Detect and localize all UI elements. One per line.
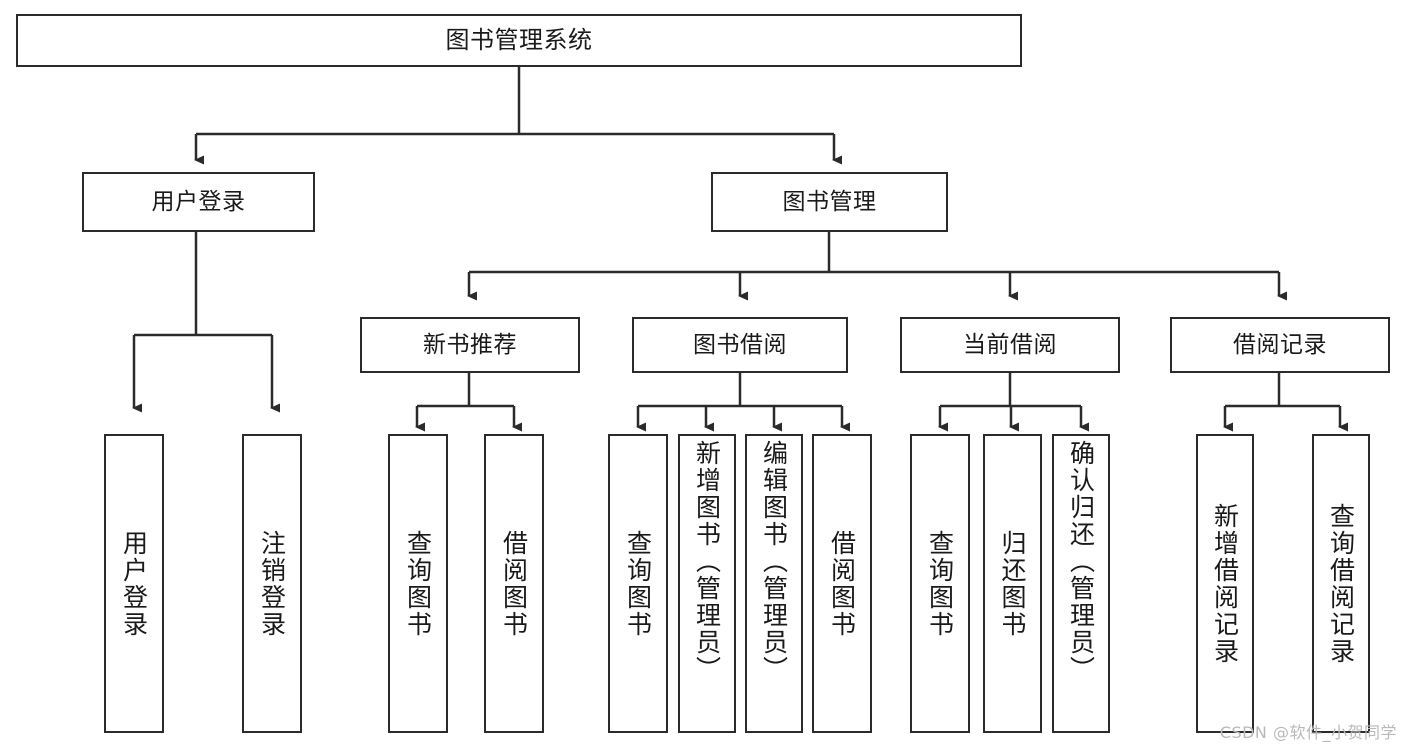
node-label: 图书管理 [782, 188, 877, 215]
node-new-book-recommend[interactable]: 新书推荐 [360, 317, 580, 373]
node-label: 借阅图书 [827, 529, 857, 638]
node-label: 确认归还（管理员） [1066, 440, 1096, 683]
leaf-book-borrow-borrow[interactable]: 借阅图书 [812, 434, 872, 733]
leaf-book-borrow-add[interactable]: 新增图书（管理员） [678, 434, 736, 733]
node-label: 查询图书 [403, 529, 433, 638]
leaf-user-login-logout[interactable]: 注销登录 [242, 434, 302, 733]
leaf-new-book-borrow[interactable]: 借阅图书 [484, 434, 544, 733]
leaf-user-login-login[interactable]: 用户登录 [104, 434, 164, 733]
node-label: 用户登录 [119, 529, 149, 638]
watermark-text: CSDN @软件_小贺同学 [1219, 723, 1397, 742]
node-user-login[interactable]: 用户登录 [82, 172, 315, 232]
leaf-book-borrow-edit[interactable]: 编辑图书（管理员） [745, 434, 803, 733]
node-label: 查询图书 [925, 529, 955, 638]
node-label: 查询图书 [623, 529, 653, 638]
leaf-book-borrow-query[interactable]: 查询图书 [608, 434, 668, 733]
node-label: 借阅图书 [499, 529, 529, 638]
node-current-borrow[interactable]: 当前借阅 [900, 317, 1120, 373]
leaf-borrow-record-add[interactable]: 新增借阅记录 [1196, 434, 1254, 733]
node-label: 图书管理系统 [445, 25, 593, 54]
leaf-new-book-query[interactable]: 查询图书 [388, 434, 448, 733]
node-label: 编辑图书（管理员） [759, 440, 789, 683]
node-label: 注销登录 [257, 529, 287, 638]
node-label: 图书借阅 [693, 331, 787, 358]
leaf-current-borrow-confirm-return[interactable]: 确认归还（管理员） [1052, 434, 1110, 733]
node-label: 新书推荐 [423, 331, 517, 358]
node-label: 借阅记录 [1233, 331, 1327, 358]
node-book-management[interactable]: 图书管理 [711, 172, 948, 232]
node-borrow-record[interactable]: 借阅记录 [1170, 317, 1390, 373]
node-root-book-management-system[interactable]: 图书管理系统 [16, 14, 1022, 67]
node-label: 用户登录 [151, 188, 246, 215]
node-label: 归还图书 [998, 529, 1027, 638]
node-label: 当前借阅 [963, 331, 1057, 358]
node-book-borrow[interactable]: 图书借阅 [632, 317, 848, 373]
node-label: 新增借阅记录 [1210, 502, 1240, 665]
leaf-current-borrow-return[interactable]: 归还图书 [983, 434, 1042, 733]
leaf-current-borrow-query[interactable]: 查询图书 [910, 434, 970, 733]
node-label: 查询借阅记录 [1326, 502, 1356, 665]
leaf-borrow-record-query[interactable]: 查询借阅记录 [1312, 434, 1370, 733]
node-label: 新增图书（管理员） [692, 440, 722, 683]
